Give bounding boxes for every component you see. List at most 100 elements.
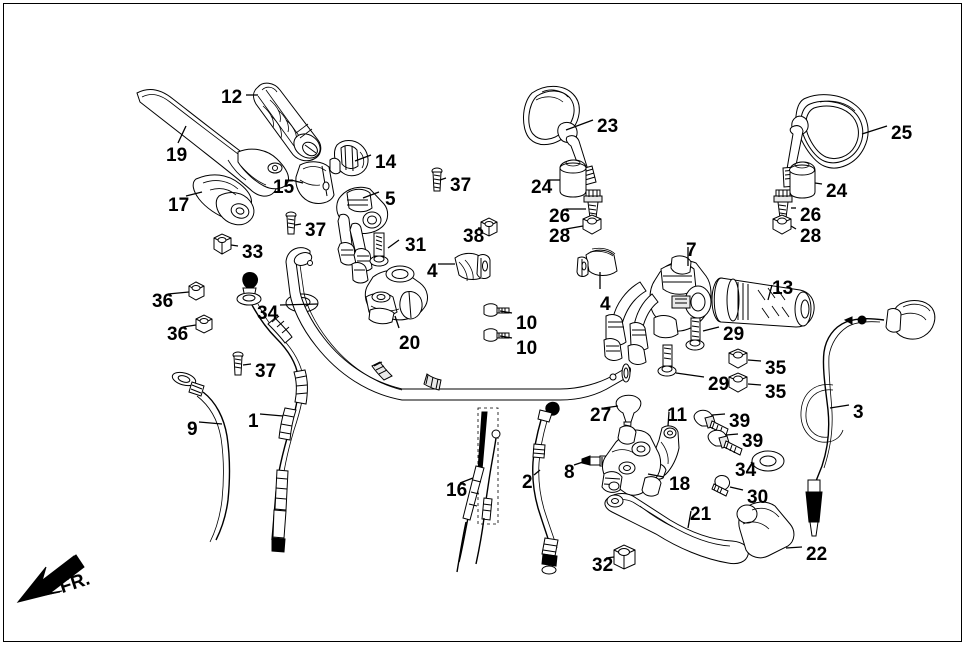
part-28-nut-a <box>582 214 602 235</box>
part-1-brake-hose <box>236 272 308 553</box>
callout-21: 21 <box>690 504 712 525</box>
part-36-nut-a <box>188 281 205 301</box>
callout-37-c: 37 <box>255 361 277 382</box>
part-35-nut-a <box>728 348 748 369</box>
callout-34-b: 34 <box>735 460 757 481</box>
part-39-bolt-a <box>693 409 729 436</box>
part-38-nut <box>480 217 498 237</box>
callout-2: 2 <box>522 472 533 493</box>
callout-24-b: 24 <box>826 181 848 202</box>
part-26-adapter-b <box>773 189 793 219</box>
handlebar-tube <box>285 247 631 401</box>
callout-24-a: 24 <box>531 177 553 198</box>
callout-22: 22 <box>806 544 828 565</box>
callout-16: 16 <box>446 480 468 501</box>
callout-27: 27 <box>590 405 612 426</box>
callout-29-a: 29 <box>723 324 745 345</box>
callout-38: 38 <box>463 226 485 247</box>
part-14-clamp-bracket <box>329 140 369 177</box>
callout-39-b: 39 <box>742 431 764 452</box>
part-17-lever-boot <box>192 174 255 226</box>
part-4-cable-clamp-b <box>576 247 618 277</box>
part-36-nut-b <box>195 314 213 334</box>
callout-15: 15 <box>273 177 295 198</box>
part-5-left-switch-assembly <box>336 186 389 284</box>
part-4-cable-clamp-a <box>454 252 491 282</box>
part-21-clutch-lever <box>604 493 749 565</box>
callout-30: 30 <box>747 487 769 508</box>
callout-28-b: 28 <box>800 226 822 247</box>
callout-36-a: 36 <box>152 291 174 312</box>
callout-10-a: 10 <box>516 313 538 334</box>
part-37-bolt-c <box>232 351 244 376</box>
part-24-cap-a <box>559 159 587 198</box>
part-10-bolt-b <box>483 328 510 342</box>
part-9-cable <box>171 371 231 543</box>
part-12-throttle-grip-tube <box>253 82 322 162</box>
callout-37-a: 37 <box>450 175 472 196</box>
callout-26-a: 26 <box>549 206 571 227</box>
callout-5: 5 <box>385 189 396 210</box>
diagram-border <box>3 3 962 642</box>
callout-17: 17 <box>168 195 190 216</box>
callout-37-b: 37 <box>305 220 327 241</box>
callout-7: 7 <box>686 240 697 261</box>
callout-4-b: 4 <box>600 294 611 315</box>
part-20-handlebar-holder <box>364 265 428 325</box>
part-22-lever-cover <box>736 501 795 559</box>
part-37-bolt-b <box>285 211 297 235</box>
callout-12: 12 <box>221 87 243 108</box>
callout-25: 25 <box>891 123 913 144</box>
callout-9: 9 <box>187 419 198 440</box>
part-13-right-grip <box>711 277 815 328</box>
callout-14: 14 <box>375 152 397 173</box>
part-25-mirror-right <box>782 94 869 188</box>
callout-18: 18 <box>669 474 691 495</box>
callout-28-a: 28 <box>549 226 571 247</box>
part-24-cap-b <box>789 161 816 199</box>
callout-19: 19 <box>166 145 188 166</box>
part-35-nut-b <box>728 372 748 393</box>
part-2-cable <box>532 401 560 575</box>
part-30-screw <box>711 475 730 497</box>
callout-10-b: 10 <box>516 338 538 359</box>
callout-4-a: 4 <box>427 261 438 282</box>
callout-36-b: 36 <box>167 324 189 345</box>
part-31-screw <box>369 232 389 267</box>
part-28-nut-b <box>772 214 792 235</box>
callout-32: 32 <box>592 555 614 576</box>
part-7-right-switch-assembly <box>603 255 712 365</box>
fr-direction-arrow <box>16 554 85 603</box>
callout-13: 13 <box>772 278 794 299</box>
callout-34-a: 34 <box>257 303 279 324</box>
part-37-bolt-a <box>431 167 443 192</box>
part-39-bolt-b <box>707 429 743 456</box>
callout-20: 20 <box>399 333 421 354</box>
callout-1: 1 <box>248 411 259 432</box>
part-18-clutch-lever-holder <box>601 425 662 497</box>
callout-31: 31 <box>405 235 427 256</box>
part-29-screw-b <box>657 344 677 377</box>
leader-lines <box>167 94 888 559</box>
callout-11: 11 <box>667 405 688 426</box>
callout-23: 23 <box>597 116 619 137</box>
part-26-adapter-a <box>583 189 603 219</box>
callout-29-b: 29 <box>708 374 730 395</box>
callout-39-a: 39 <box>729 411 751 432</box>
part-15-switch-housing <box>295 161 335 204</box>
part-32-nut <box>613 544 636 570</box>
callout-35-a: 35 <box>765 358 787 379</box>
part-16-cable <box>456 407 501 573</box>
part-19-brake-lever <box>136 88 289 197</box>
callout-8: 8 <box>564 462 575 483</box>
callout-33: 33 <box>242 242 264 263</box>
part-29-screw-a <box>685 317 705 351</box>
callout-35-b: 35 <box>765 382 787 403</box>
callout-26-b: 26 <box>800 205 822 226</box>
callout-3: 3 <box>853 402 864 423</box>
part-34-washer-b <box>751 450 785 472</box>
part-10-bolt-a <box>483 303 510 317</box>
part-3-throttle-cable <box>800 300 936 537</box>
